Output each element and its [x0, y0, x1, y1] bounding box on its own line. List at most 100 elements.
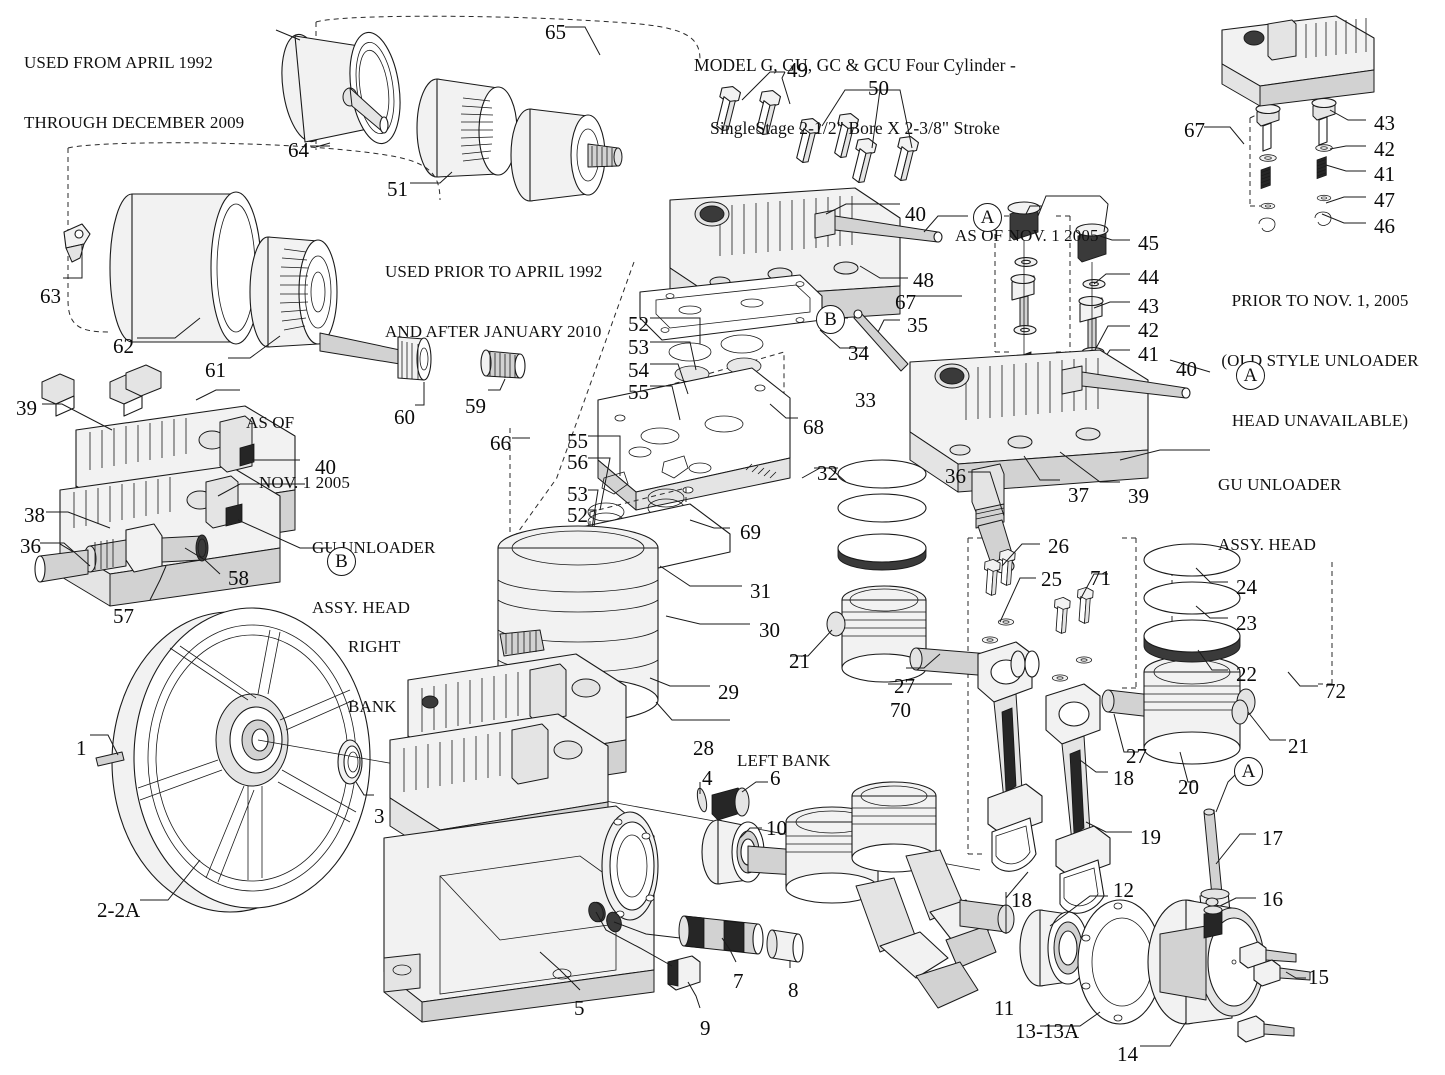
note-line-1: USED PRIOR TO APRIL 1992: [385, 262, 603, 282]
callout-number-36: 36: [20, 534, 41, 558]
callout-number-59: 59: [465, 394, 486, 418]
callout-number-18: 18: [1011, 888, 1032, 912]
callout-number-50: 50: [868, 76, 889, 100]
callout-number-3: 3: [374, 804, 385, 828]
callout-number-66: 66: [490, 431, 511, 455]
callout-number-7: 7: [733, 969, 744, 993]
callout-number-15: 15: [1308, 965, 1329, 989]
note-prior-to-nov-2005: PRIOR TO NOV. 1, 2005 (OLD STYLE UNLOADE…: [1220, 251, 1420, 472]
callout-number-52: 52: [567, 503, 588, 527]
callout-number-22: 22: [1236, 662, 1257, 686]
callout-number-42: 42: [1138, 318, 1159, 342]
note-line-2: NOV. 1 2005: [259, 473, 350, 493]
callout-number-57: 57: [113, 604, 134, 628]
callout-number-70: 70: [890, 698, 911, 722]
note-line-1: AS OF NOV. 1 2005: [955, 226, 1099, 246]
callout-number-51: 51: [387, 177, 408, 201]
callout-number-54: 54: [628, 358, 649, 382]
callout-number-21: 21: [1288, 734, 1309, 758]
note-line-1: GU UNLOADER: [1218, 475, 1342, 495]
callout-number-40: 40: [1176, 357, 1197, 381]
callout-number-6: 6: [770, 766, 781, 790]
callout-number-45: 45: [1138, 231, 1159, 255]
callout-number-2-2a: 2-2A: [97, 898, 141, 922]
callout-number-41: 41: [1374, 162, 1395, 186]
title-line-1: MODEL G, GU, GC & GCU Four Cylinder -: [694, 55, 1016, 75]
callout-number-27: 27: [1126, 744, 1147, 768]
callout-number-27: 27: [894, 674, 915, 698]
callout-number-12: 12: [1113, 878, 1134, 902]
note-line-2: THROUGH DECEMBER 2009: [24, 113, 245, 133]
callout-number-40: 40: [905, 202, 926, 226]
callout-number-34: 34: [848, 341, 869, 365]
diagram-title: MODEL G, GU, GC & GCU Four Cylinder - Si…: [675, 13, 1035, 181]
callout-number-32: 32: [817, 461, 838, 485]
callout-number-71: 71: [1090, 566, 1111, 590]
callout-number-39: 39: [1128, 484, 1149, 508]
callout-number-10: 10: [766, 816, 787, 840]
callout-number-5: 5: [574, 996, 585, 1020]
callout-number-21: 21: [789, 649, 810, 673]
callout-number-23: 23: [1236, 611, 1257, 635]
detail-letter: A: [980, 207, 995, 228]
callout-number-60: 60: [394, 405, 415, 429]
callout-number-37: 37: [1068, 483, 1089, 507]
callout-number-4: 4: [702, 766, 713, 790]
callout-number-53: 53: [628, 335, 649, 359]
callout-number-9: 9: [700, 1016, 711, 1040]
callout-number-24: 24: [1236, 575, 1257, 599]
callout-number-41: 41: [1138, 342, 1159, 366]
note-line-1: PRIOR TO NOV. 1, 2005: [1231, 291, 1409, 311]
note-line-2: ASSY. HEAD: [312, 598, 410, 618]
detail-letter: A: [1243, 365, 1258, 386]
callout-number-63: 63: [40, 284, 61, 308]
note-line-1: RIGHT: [348, 637, 401, 657]
callout-number-42: 42: [1374, 137, 1395, 161]
callout-number-19: 19: [1140, 825, 1161, 849]
callout-number-25: 25: [1041, 567, 1062, 591]
note-used-from-april-1992: USED FROM APRIL 1992 THROUGH DECEMBER 20…: [24, 13, 244, 173]
note-used-prior-to-april-1992: USED PRIOR TO APRIL 1992 AND AFTER JANUA…: [385, 222, 602, 382]
callout-number-46: 46: [1374, 214, 1395, 238]
detail-mark-a-top: A: [973, 203, 1002, 232]
callout-number-20: 20: [1178, 775, 1199, 799]
callout-number-35: 35: [907, 313, 928, 337]
callout-number-28: 28: [693, 736, 714, 760]
callout-number-8: 8: [788, 978, 799, 1002]
detail-mark-a-right: A: [1236, 361, 1265, 390]
note-line-1: AS OF: [246, 413, 295, 433]
note-gu-unloader-assy-head-right: GU UNLOADER ASSY. HEAD: [1218, 435, 1341, 595]
callout-number-65: 65: [545, 20, 566, 44]
callout-number-30: 30: [759, 618, 780, 642]
callout-number-61: 61: [205, 358, 226, 382]
callout-number-13-13a: 13-13A: [1015, 1019, 1080, 1043]
callout-number-72: 72: [1325, 679, 1346, 703]
note-line-2: AND AFTER JANUARY 2010: [385, 322, 602, 342]
callout-number-49: 49: [787, 58, 808, 82]
detail-mark-b-top: B: [816, 305, 845, 334]
callout-number-52: 52: [628, 312, 649, 336]
callout-number-56: 56: [567, 450, 588, 474]
callout-number-58: 58: [228, 566, 249, 590]
callout-number-31: 31: [750, 579, 771, 603]
callout-number-11: 11: [994, 996, 1015, 1020]
detail-mark-b-left: B: [327, 547, 356, 576]
note-as-of-nov-2005-right: AS OF NOV. 1 2005: [955, 186, 1099, 286]
callout-number-26: 26: [1048, 534, 1069, 558]
note-line-3: HEAD UNAVAILABLE): [1231, 411, 1409, 431]
note-line-1: USED FROM APRIL 1992: [24, 53, 213, 73]
note-right-bank: RIGHT BANK: [348, 597, 400, 757]
callout-number-55: 55: [628, 380, 649, 404]
callout-number-62: 62: [113, 334, 134, 358]
detail-letter: A: [1241, 761, 1256, 782]
callout-number-44: 44: [1138, 265, 1159, 289]
note-as-of-nov-2005-left: AS OF NOV. 1 2005: [246, 373, 350, 533]
callout-number-33: 33: [855, 388, 876, 412]
callout-number-17: 17: [1262, 826, 1283, 850]
callout-number-53: 53: [567, 482, 588, 506]
callout-number-14: 14: [1117, 1042, 1138, 1066]
callout-number-36: 36: [945, 464, 966, 488]
callout-number-1: 1: [76, 736, 87, 760]
